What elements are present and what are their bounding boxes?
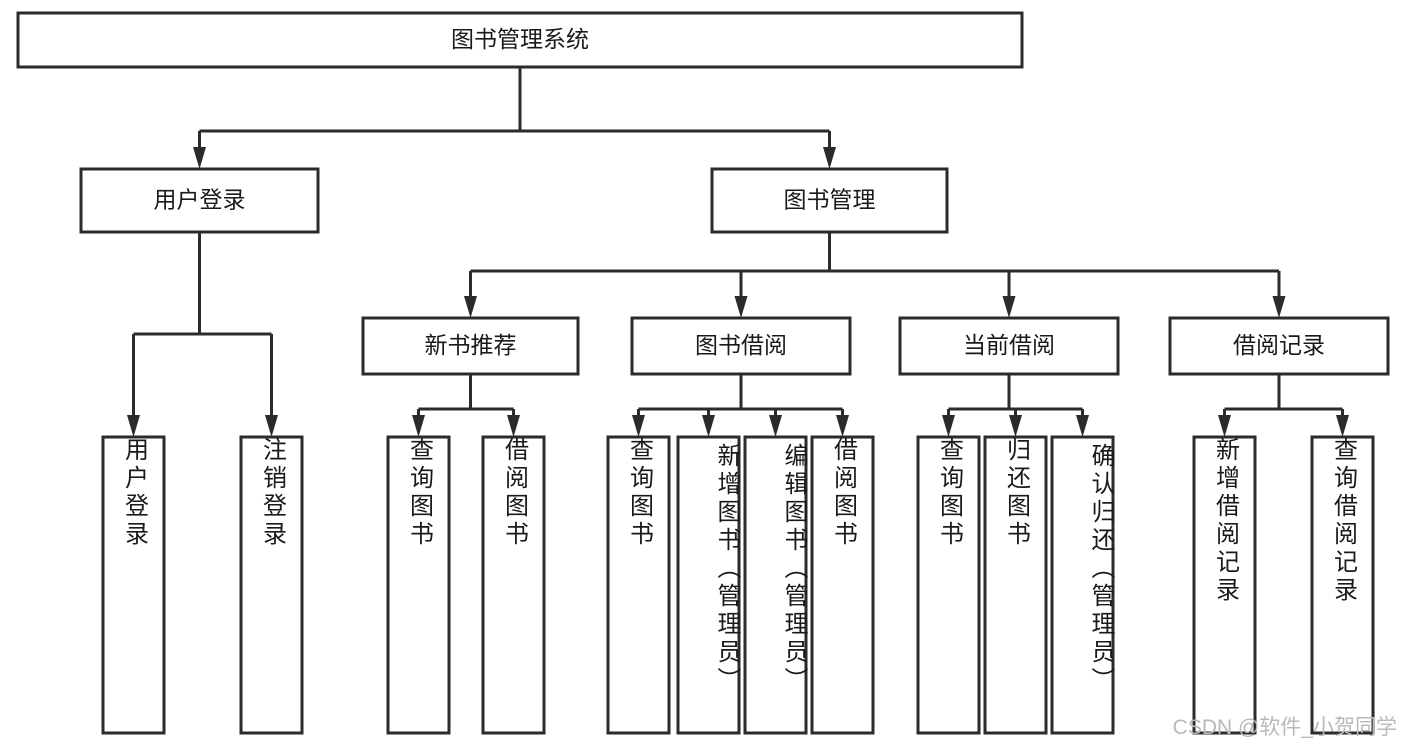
node-box-leaf-return-book [983, 435, 1048, 735]
arrow-head-icon [823, 147, 836, 169]
node-new-book-rec[interactable]: 新书推荐 [361, 316, 580, 376]
edge-group-root [193, 67, 836, 169]
arrow-head-icon [632, 415, 645, 437]
arrow-head-icon [265, 415, 278, 437]
arrow-head-icon [734, 296, 748, 318]
node-box-leaf-add-book [676, 435, 741, 735]
node-label-root: 图书管理系统 [451, 26, 589, 52]
arrow-head-icon [1218, 415, 1231, 437]
node-box-root [16, 11, 1024, 69]
node-box-leaf-query-book-cur [916, 435, 981, 735]
node-leaf-logout[interactable] [239, 435, 304, 735]
arrow-head-icon [127, 415, 140, 437]
node-box-leaf-edit-book [743, 435, 808, 735]
arrow-head-icon [942, 415, 955, 437]
node-box-leaf-query-record [1310, 435, 1375, 735]
arrow-head-icon [1002, 296, 1016, 318]
node-leaf-edit-book[interactable] [743, 435, 808, 735]
arrow-head-icon [1076, 415, 1089, 437]
arrow-head-icon [702, 415, 715, 437]
arrow-head-icon [836, 415, 849, 437]
node-box-book-borrow [630, 316, 852, 376]
edge-layer [127, 67, 1349, 437]
node-current-borrow[interactable]: 当前借阅 [898, 316, 1120, 376]
edge-group-current-borrow [942, 374, 1089, 437]
node-box-leaf-query-book [606, 435, 671, 735]
node-label-book-manage: 图书管理 [784, 187, 876, 213]
node-box-borrow-record [1168, 316, 1390, 376]
watermark-label: CSDN @软件_小贺同学 [1172, 716, 1397, 739]
node-book-manage[interactable]: 图书管理 [710, 167, 949, 234]
arrow-head-icon [769, 415, 782, 437]
node-leaf-user-login[interactable] [101, 435, 166, 735]
node-label-new-book-rec: 新书推荐 [425, 332, 517, 358]
node-label-book-borrow: 图书借阅 [695, 332, 787, 358]
node-box-leaf-user-login [101, 435, 166, 735]
edge-group-new-book-rec [412, 374, 520, 437]
arrow-head-icon [1336, 415, 1349, 437]
node-box-current-borrow [898, 316, 1120, 376]
node-label-current-borrow: 当前借阅 [963, 332, 1055, 358]
arrow-head-icon [507, 415, 520, 437]
edge-group-book-borrow [632, 374, 849, 437]
node-box-user-login [79, 167, 320, 234]
edge-group-borrow-record [1218, 374, 1349, 437]
node-box-new-book-rec [361, 316, 580, 376]
node-leaf-return-book[interactable] [983, 435, 1048, 735]
node-borrow-record[interactable]: 借阅记录 [1168, 316, 1390, 376]
node-leaf-add-record[interactable] [1192, 435, 1257, 735]
node-root[interactable]: 图书管理系统 [16, 11, 1024, 69]
node-box-leaf-query-book-rec [386, 435, 451, 735]
arrow-head-icon [412, 415, 425, 437]
node-box-leaf-logout [239, 435, 304, 735]
node-leaf-query-record[interactable] [1310, 435, 1375, 735]
node-box-leaf-confirm-return [1050, 435, 1115, 735]
node-user-login[interactable]: 用户登录 [79, 167, 320, 234]
edge-group-book-manage [464, 232, 1286, 318]
node-leaf-query-book-rec[interactable] [386, 435, 451, 735]
node-leaf-confirm-return[interactable] [1050, 435, 1115, 735]
node-leaf-add-book[interactable] [676, 435, 741, 735]
edge-group-user-login [127, 232, 278, 437]
node-leaf-borrow-book[interactable] [810, 435, 875, 735]
node-label-user-login: 用户登录 [154, 187, 246, 213]
arrow-head-icon [193, 147, 206, 169]
node-box-leaf-borrow-book-rec [481, 435, 546, 735]
arrow-head-icon [464, 296, 477, 318]
node-book-borrow[interactable]: 图书借阅 [630, 316, 852, 376]
node-leaf-borrow-book-rec[interactable] [481, 435, 546, 735]
node-box-book-manage [710, 167, 949, 234]
arrow-head-icon [1272, 296, 1286, 318]
arrow-head-icon [1009, 415, 1022, 437]
node-label-borrow-record: 借阅记录 [1233, 332, 1325, 358]
node-leaf-query-book-cur[interactable] [916, 435, 981, 735]
node-box-leaf-borrow-book [810, 435, 875, 735]
node-leaf-query-book[interactable] [606, 435, 671, 735]
node-box-leaf-add-record [1192, 435, 1257, 735]
